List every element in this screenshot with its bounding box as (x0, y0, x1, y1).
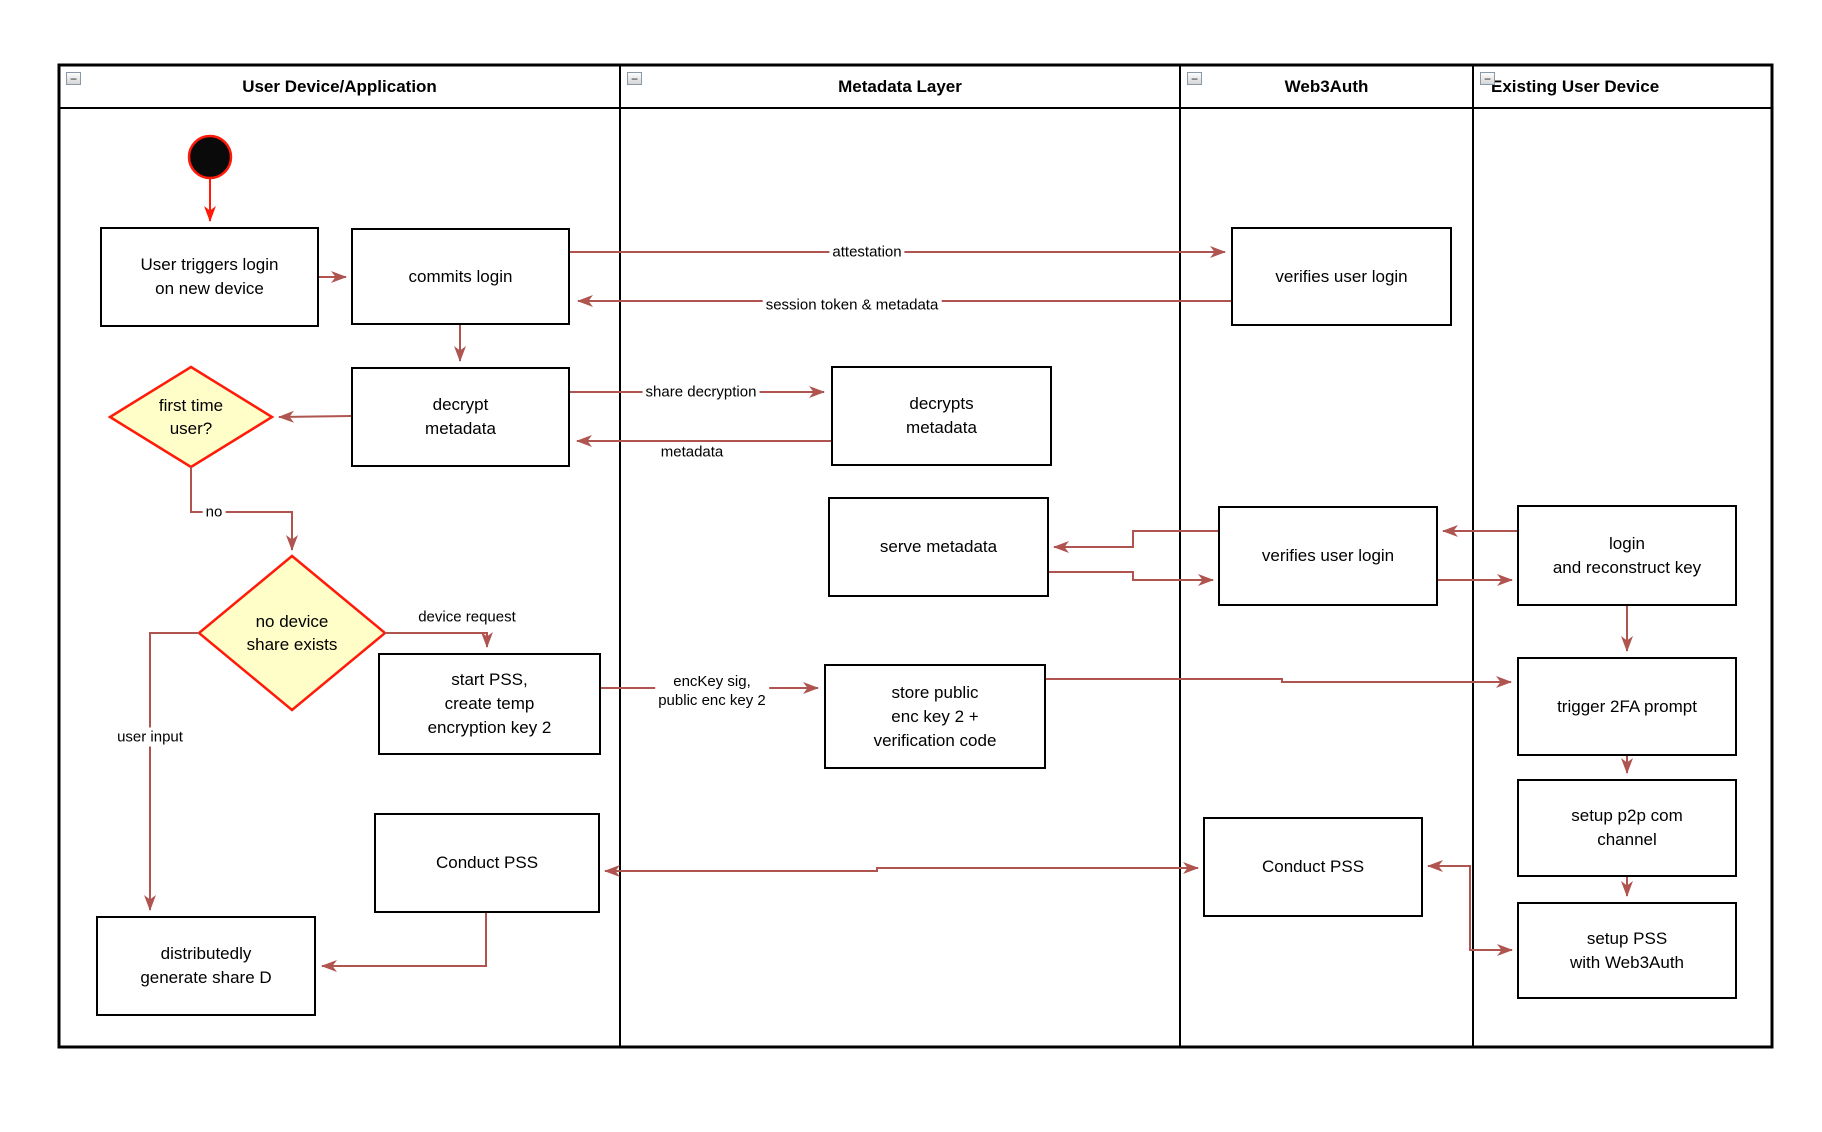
node-conduct-pss-user-device[interactable]: Conduct PSS (374, 813, 600, 913)
node-label: verifies user login (1261, 546, 1395, 565)
edge-label-share-decryption: share decryption (642, 382, 760, 402)
node-setup-pss-web3auth[interactable]: setup PSS with Web3Auth (1517, 902, 1737, 999)
node-decrypts-metadata[interactable]: decrypts metadata (831, 366, 1052, 466)
node-label: trigger 2FA prompt (1557, 696, 1697, 716)
decision-label-first-time-user: first time user? (158, 396, 224, 438)
lane-title-web3auth: Web3Auth (1284, 76, 1369, 96)
edge-verifies2-to-serve (1053, 530, 1218, 553)
lane-title-user-device: User Device/Application (242, 76, 437, 96)
decision-no-device-share[interactable] (197, 554, 387, 712)
node-label: start PSS, create temp encryption key 2 (427, 670, 552, 737)
node-label: distributedly generate share D (140, 944, 272, 987)
node-label: verifies user login (1275, 266, 1408, 286)
lane-title-metadata-layer: Metadata Layer (838, 76, 962, 96)
edge-label-attestation: attestation (829, 242, 905, 262)
node-setup-p2p-channel[interactable]: setup p2p com channel (1517, 779, 1737, 877)
collapse-lane-metadata-button[interactable]: − (627, 72, 642, 85)
collapse-lane-existing-device-button[interactable]: − (1480, 72, 1495, 85)
edge-store-to-trigger-2fa (1046, 676, 1512, 688)
edge-conductpss-setup-pss-bidir (1427, 860, 1513, 956)
node-label: serve metadata (879, 537, 998, 556)
node-label: setup PSS with Web3Auth (1569, 928, 1685, 972)
collapse-lane-user-device-button[interactable]: − (66, 72, 81, 85)
node-label: commits login (408, 266, 513, 286)
node-store-public-enc-key[interactable]: store public enc key 2 + verification co… (824, 664, 1046, 769)
node-verifies-user-login-2[interactable]: verifies user login (1218, 506, 1438, 606)
lane-header-metadata-layer[interactable]: − Metadata Layer (620, 65, 1180, 108)
node-verifies-user-login-1[interactable]: verifies user login (1231, 227, 1452, 326)
node-label: Conduct PSS (435, 853, 539, 872)
edge-label-metadata: metadata (657, 442, 727, 462)
node-serve-metadata[interactable]: serve metadata (828, 497, 1049, 597)
lane-header-web3auth[interactable]: − Web3Auth (1180, 65, 1473, 108)
node-start-pss[interactable]: start PSS, create temp encryption key 2 (378, 653, 601, 755)
node-label: login and reconstruct key (1552, 533, 1702, 577)
lane-title-existing-device: Existing User Device (1491, 76, 1660, 96)
edge-label-no: no (202, 502, 226, 522)
node-label: decrypts metadata (906, 394, 977, 437)
edge-no-branch (190, 467, 298, 551)
lane-header-user-device[interactable]: − User Device/Application (59, 65, 620, 108)
node-login-and-reconstruct-key[interactable]: login and reconstruct key (1517, 505, 1737, 606)
node-label: store public enc key 2 + verification co… (873, 682, 997, 750)
edge-conductpss-to-distributedly (321, 913, 487, 972)
edge-label-user-input: user input (114, 727, 186, 747)
edge-decrypt-to-first-time (278, 410, 352, 423)
node-label: User triggers login on new device (140, 255, 279, 298)
start-node[interactable] (187, 134, 233, 180)
node-user-triggers-login[interactable]: User triggers login on new device (100, 227, 319, 327)
edge-serve-to-verifies2 (1049, 571, 1214, 586)
node-commits-login[interactable]: commits login (351, 228, 570, 325)
node-label: setup p2p com channel (1571, 806, 1683, 849)
node-label: decrypt metadata (425, 395, 496, 438)
node-distributedly-generate-share[interactable]: distributedly generate share D (96, 916, 316, 1016)
node-trigger-2fa-prompt[interactable]: trigger 2FA prompt (1517, 657, 1737, 756)
decision-label-no-device-share: no device share exists (246, 612, 338, 654)
node-conduct-pss-web3auth[interactable]: Conduct PSS (1203, 817, 1423, 917)
node-label: Conduct PSS (1261, 857, 1365, 876)
edge-conductpss-bidir (604, 862, 1199, 877)
edge-label-enckey-sig: encKey sig, public enc key 2 (655, 672, 769, 710)
collapse-lane-web3auth-button[interactable]: − (1187, 72, 1202, 85)
node-decrypt-metadata[interactable]: decrypt metadata (351, 367, 570, 467)
edge-label-device-request: device request (415, 607, 519, 627)
lane-header-existing-device[interactable]: − Existing User Device (1473, 65, 1772, 108)
edge-label-session-token: session token & metadata (762, 295, 942, 315)
edge-user-input (144, 632, 199, 911)
edge-device-request (385, 632, 493, 648)
